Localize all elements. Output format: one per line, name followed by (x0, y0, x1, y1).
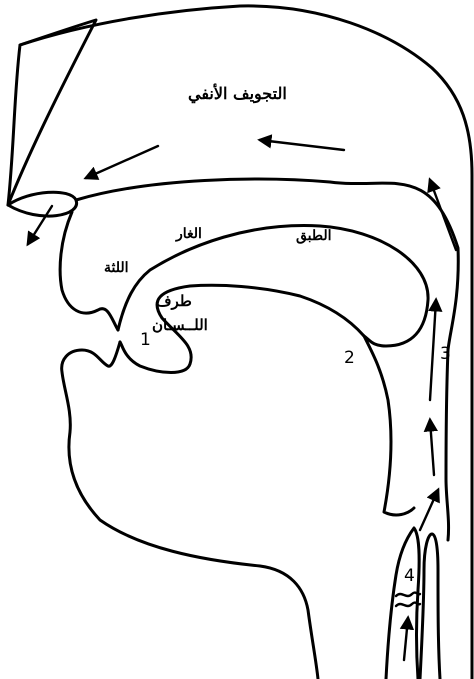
nasal-floor (76, 179, 458, 350)
nostril (8, 192, 77, 216)
pharynx-back (446, 350, 449, 540)
lower-lip-chin (62, 342, 318, 679)
pharynx-front (364, 336, 414, 515)
tongue-tip-label-line2: اللــسـان (152, 316, 208, 334)
arrow-nostril-out (28, 206, 52, 244)
arrow-pharynx-3 (430, 300, 436, 400)
gums-label: اللثة (104, 260, 129, 276)
nose-bridge (8, 20, 96, 205)
arrow-nasal-2 (86, 146, 158, 178)
velum-label: الطبق (296, 228, 332, 244)
arrow-larynx-up (404, 618, 408, 660)
hard-palate-label: الغار (176, 226, 202, 242)
nasal-cavity-label: التجويف الأنفي (188, 84, 287, 103)
larynx-right (420, 534, 440, 679)
arrow-pharynx-2 (430, 420, 434, 475)
arrow-pharynx-4 (430, 180, 456, 250)
tongue-tip-label-line1: طرف (156, 292, 192, 310)
arrow-pharynx-1 (420, 490, 438, 530)
point-1-number: 1 (140, 330, 151, 350)
arrow-nasal-1 (260, 140, 344, 150)
point-2-number: 2 (344, 348, 355, 368)
point-3-number: 3 (440, 344, 451, 364)
point-4-number: 4 (404, 566, 415, 586)
